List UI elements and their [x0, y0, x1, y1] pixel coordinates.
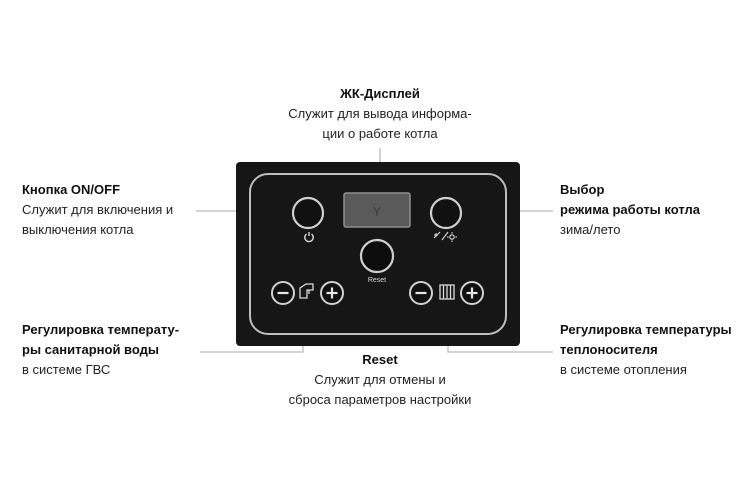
reset-title: Reset [362, 352, 398, 367]
snowflake-sun-icon [433, 231, 457, 242]
heating-title-2: теплоносителя [560, 342, 658, 357]
reset-button[interactable] [359, 238, 395, 274]
mode-callout: Выбор режима работы котла зима/лето [560, 180, 700, 240]
dhw-callout: Регулировка температу- ры санитарной вод… [22, 320, 179, 380]
heating-callout: Регулировка температуры теплоносителя в … [560, 320, 732, 380]
lcd-text: Y [373, 204, 382, 219]
dhw-desc-1: в системе ГВС [22, 362, 111, 377]
reset-desc-1: Служит для отмены и [314, 372, 446, 387]
radiator-icon [439, 284, 455, 300]
reset-desc-2: сброса параметров настройки [288, 392, 472, 407]
dhw-tap-icon [299, 283, 314, 299]
heating-title-1: Регулировка температуры [560, 322, 732, 337]
power-button[interactable] [291, 196, 325, 230]
power-desc-1: Служит для включения и [22, 202, 174, 217]
heating-desc-1: в системе отопления [560, 362, 687, 377]
mode-title-2: режима работы котла [560, 202, 701, 217]
lcd-display [343, 192, 411, 228]
power-title: Кнопка ON/OFF [22, 182, 121, 197]
display-title: ЖК-Дисплей [340, 86, 420, 101]
mode-button[interactable] [429, 196, 463, 230]
display-desc-1: Служит для вывода информа- [288, 106, 472, 121]
power-desc-2: выключения котла [22, 222, 134, 237]
display-callout: ЖК-Дисплей Служит для вывода информа- ци… [260, 84, 500, 144]
dhw-title-1: Регулировка температу- [22, 322, 180, 337]
reset-button-label: Reset [368, 277, 386, 284]
reset-callout: Reset Служит для отмены и сброса парамет… [250, 350, 510, 410]
power-icon [304, 232, 314, 243]
heating-minus-button[interactable] [409, 281, 433, 305]
mode-title-1: Выбор [560, 182, 605, 197]
dhw-plus-button[interactable] [320, 281, 344, 305]
heating-plus-button[interactable] [460, 281, 484, 305]
power-callout: Кнопка ON/OFF Служит для включения и вык… [22, 180, 173, 240]
dhw-title-2: ры санитарной воды [22, 342, 159, 357]
mode-desc-1: зима/лето [560, 222, 621, 237]
display-desc-2: ции о работе котла [322, 126, 438, 141]
dhw-minus-button[interactable] [271, 281, 295, 305]
panel-border [249, 173, 507, 335]
